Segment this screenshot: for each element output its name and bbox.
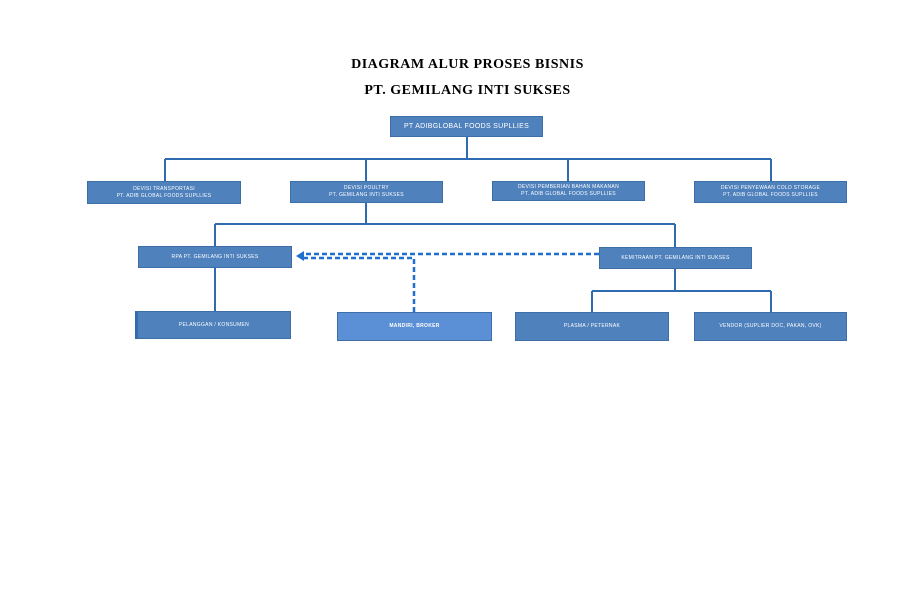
division-cold-storage-company: PT. ADIB GLOBAL FOODS SUPLLIES xyxy=(723,192,818,198)
kemitraan-node: KEMITRAAN PT. GEMILANG INTI SUKSES xyxy=(599,247,752,269)
rpa-label: RPA PT. GEMILANG INTI SUKSES xyxy=(171,253,259,260)
division-bahan-makanan-company: PT. ADIB GLOBAL FOODS SUPLLIES xyxy=(521,191,616,197)
pelanggan-label: PELANGGAN / KONSUMEN xyxy=(178,321,250,328)
root-node-adibglobal: PT ADIBGLOBAL FOODS SUPLLIES xyxy=(390,116,543,137)
vendor-node: VENDOR (SUPLIER DOC, PAKAN, OVK) xyxy=(694,312,847,341)
plasma-label: PLASMA / PETERNAK xyxy=(563,323,621,329)
plasma-node: PLASMA / PETERNAK xyxy=(515,312,669,341)
root-node-label: PT ADIBGLOBAL FOODS SUPLLIES xyxy=(403,123,530,130)
vendor-label: VENDOR (SUPLIER DOC, PAKAN, OVK) xyxy=(719,323,822,329)
diagram-title: DIAGRAM ALUR PROSES BISNIS xyxy=(351,57,584,72)
kemitraan-label: KEMITRAAN PT. GEMILANG INTI SUKSES xyxy=(621,254,730,261)
division-poultry-company: PT. GEMILANG INTI SUKSES xyxy=(329,192,404,198)
mandiri-broker-label: MANDIRI, BROKER xyxy=(389,323,440,329)
company-title: PT. GEMILANG INTI SUKSES xyxy=(364,83,571,98)
pelanggan-node: PELANGGAN / KONSUMEN xyxy=(137,311,291,339)
division-bahan-makanan: DEVISI PEMBERIAN BAHAN MAKANAN PT. ADIB … xyxy=(492,181,645,201)
division-transportasi-company: PT. ADIB GLOBAL FOODS SUPLLIES xyxy=(116,192,212,199)
rpa-node: RPA PT. GEMILANG INTI SUKSES xyxy=(138,246,292,268)
division-cold-storage: DEVISI PENYEWAAN COLD STORAGE PT. ADIB G… xyxy=(694,181,847,203)
division-poultry-title: DEVISI POULTRY xyxy=(343,185,390,191)
division-cold-storage-title: DEVISI PENYEWAAN COLD STORAGE xyxy=(720,185,821,191)
division-transportasi: DEVISI TRANSPORTASI PT. ADIB GLOBAL FOOD… xyxy=(87,181,241,204)
division-transportasi-title: DEVISI TRANSPORTASI xyxy=(133,185,195,192)
division-bahan-makanan-title: DEVISI PEMBERIAN BAHAN MAKANAN xyxy=(518,184,619,190)
division-poultry: DEVISI POULTRY PT. GEMILANG INTI SUKSES xyxy=(290,181,443,203)
mandiri-broker-node: MANDIRI, BROKER xyxy=(337,312,492,341)
